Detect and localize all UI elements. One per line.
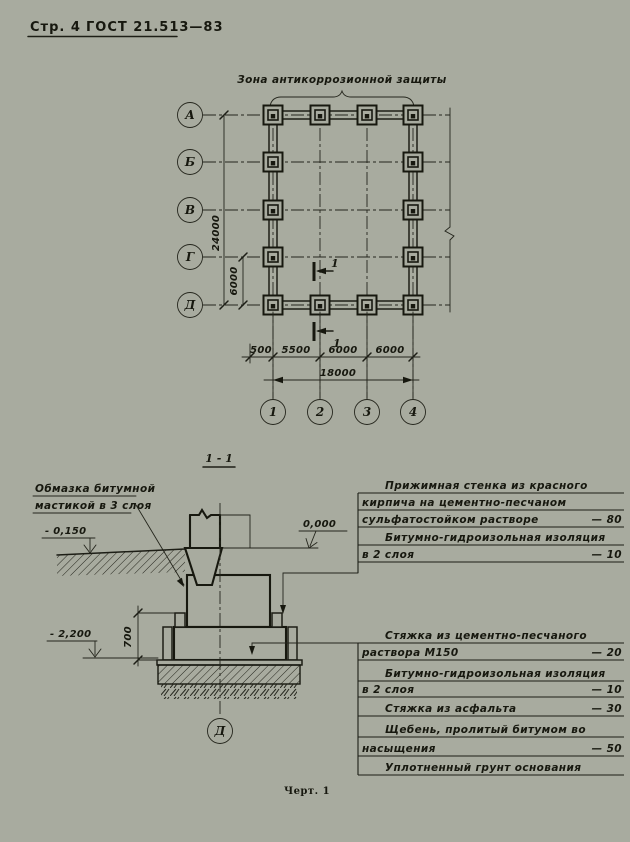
callout-row: Битумно-гидроизольная изоляция [385,668,605,680]
level-mark-minus150: - 0,150 [41,526,97,554]
axis-label-b: Б [184,155,195,169]
column-footing [262,104,284,126]
left-dimensions: 24000 6000 [211,110,248,310]
dim-18000: 18000 [320,368,356,379]
callout-row: в 2 слоя [362,684,414,696]
callout-row: насыщения [362,743,436,755]
callout-row: Щебень, пролитый битумом во [385,724,586,736]
base-slab [157,664,301,685]
column-footing [402,199,424,221]
column-socket [183,546,224,587]
dim-24000: 24000 [211,215,222,251]
section-axis-marker [207,718,233,744]
page-header: Стр. 4 ГОСТ 21.513—83 [27,20,224,38]
ground-surface-left [56,548,186,576]
protective-wall-left [162,626,173,661]
level-mark-minus2200: - 2,200 [46,629,159,659]
wall-cap-left [174,612,186,628]
section-cut-marks: 1 1 [312,257,341,350]
callout-value: — 20 [592,647,622,659]
axis-marker-v [177,197,203,223]
callout-row: сульфатостойком растворе [362,514,539,526]
column-footing [262,199,284,221]
gost-number-label: ГОСТ 21.513—83 [86,20,224,35]
callout-value: — 10 [592,549,622,561]
callout-row: в 2 слоя [362,549,414,561]
dim-5500: 5500 [281,345,310,356]
upper-callout: Прижимная стенка из красного кирпича на … [357,480,624,573]
dim-6000-a: 6000 [328,345,357,356]
bottom-dimensions: 500 5500 6000 6000 18000 [241,311,421,400]
callout-row: Стяжка из асфальта [385,703,516,715]
level-minus150-label: - 0,150 [45,526,86,537]
column-footing [262,246,284,268]
row-axis-markers: А Б В Г Д [177,102,203,318]
section-mark-lower: 1 [333,337,341,350]
foundation-section [156,546,303,699]
plan-view: Зона антикоррозионной защиты [177,74,455,425]
axis-marker-b [177,149,203,175]
upper-callout-leader [280,572,359,614]
axis-marker-3 [354,399,380,425]
callout-row: Стяжка из цементно-песчаного [385,630,587,642]
coating-note-line1: Обмазка битумной [35,483,156,495]
right-break-line [444,107,455,313]
axis-label-1: 1 [269,405,277,419]
callout-row: Прижимная стенка из красного [385,480,588,492]
axis-label-3: 3 [363,405,371,419]
col-axis-markers: 1 2 3 4 [260,399,426,425]
dim-6000-left: 6000 [229,266,240,295]
axis-label-2: 2 [315,405,324,419]
axis-label-d: Д [184,298,196,312]
axis-label-v: В [184,203,195,217]
page-number-label: Стр. 4 [30,20,81,35]
coating-note-line2: мастикой в 3 слоя [35,500,152,512]
axis-marker-g [177,244,203,270]
axis-label-a: А [184,108,195,122]
dim-700-label: 700 [123,626,134,648]
column-footing [309,104,331,126]
callout-value: — 30 [592,703,622,715]
column-break-line [188,507,222,520]
axis-marker-1 [260,399,286,425]
callout-value: — 50 [592,743,622,755]
column-footing [356,104,378,126]
dim-700-group: 700 [123,605,176,667]
lower-callout: Стяжка из цементно-песчаного раствора М1… [357,630,624,776]
level-mark-zero: 0,000 [221,519,348,549]
column-footing [402,104,424,126]
axis-label-g: Г [185,250,195,264]
zone-brace [269,89,415,107]
wall-cap-right [271,612,283,628]
level-minus2200-label: - 2,200 [50,629,91,640]
column-footing [262,151,284,173]
subgrade-hatch [161,684,297,699]
callout-value: — 80 [592,514,622,526]
lower-callout-leader [249,642,359,655]
callout-row: кирпича на цементно-песчаном [362,497,566,509]
callout-row: Уплотненный грунт основания [385,762,581,774]
callout-row: Битумно-гидроизольная изоляция [385,532,605,544]
section-mark-upper: 1 [331,257,339,270]
protective-wall-right [287,626,298,661]
column-footing [402,151,424,173]
section-title: 1 - 1 [205,452,233,465]
plan-title: Зона антикоррозионной защиты [237,74,446,86]
dim-6000-b: 6000 [375,345,404,356]
coating-note: Обмазка битумной мастикой в 3 слоя [32,483,185,587]
level-zero-label: 0,000 [303,519,336,530]
callout-value: — 10 [592,684,622,696]
dim-500: 500 [250,345,272,356]
axis-label-4: 4 [409,405,417,419]
axis-marker-a [177,102,203,128]
column-footing [402,246,424,268]
axis-marker-d [177,292,203,318]
axis-marker-2 [307,399,333,425]
section-axis-label: Д [214,724,226,738]
section-view: 1 - 1 Обмазка битумной мастикой в 3 слоя… [32,452,624,776]
axis-marker-4 [400,399,426,425]
callout-row: раствора М150 [361,647,459,659]
figure-caption: Черт. 1 [284,786,330,797]
